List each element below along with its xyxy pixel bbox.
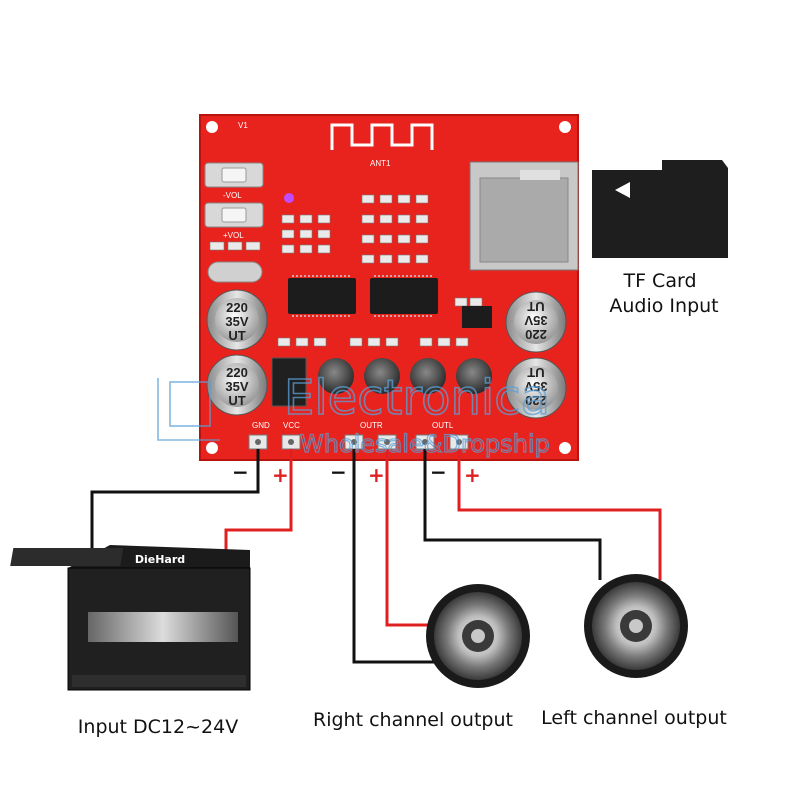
amplifier-chip-right — [370, 278, 438, 314]
amplifier-board: V1 ANT1 -VOL +VOL — [199, 114, 579, 461]
wiring — [90, 449, 662, 664]
wire-left-negative — [423, 449, 602, 580]
watermark-line1: Electronica — [284, 370, 550, 426]
battery-brand: DieHard — [135, 553, 185, 566]
svg-text:UT: UT — [527, 365, 544, 380]
antenna-label: ANT1 — [370, 159, 391, 168]
svg-text:UT: UT — [228, 393, 245, 408]
mount-hole — [559, 121, 571, 133]
outl-label: OUTL — [432, 421, 454, 430]
led-indicator — [284, 193, 294, 203]
vol-plus-button[interactable] — [204, 202, 264, 228]
vol-plus-label: +VOL — [223, 231, 244, 240]
right-output-caption: Right channel output — [313, 709, 513, 731]
tf-card-sublabel: Audio Input — [609, 295, 718, 317]
regulator-chip — [462, 306, 492, 328]
capacitor-bottom-right: 220 35V UT — [505, 357, 567, 419]
chip-pins — [292, 275, 434, 317]
wire-right-positive — [385, 449, 440, 627]
tf-card-arrow-icon — [615, 182, 630, 198]
svg-text:35V: 35V — [225, 379, 248, 394]
crystal-oscillator — [207, 261, 263, 283]
wire-left-positive — [457, 449, 662, 580]
terminal-holes — [255, 439, 462, 445]
vol-minus-button[interactable] — [204, 162, 264, 188]
input-caption: Input DC12~24V — [78, 716, 238, 738]
outl-minus-sign: − — [430, 460, 447, 484]
svg-text:220: 220 — [525, 393, 547, 408]
inductor-4 — [456, 358, 492, 394]
svg-text:220: 220 — [226, 365, 248, 380]
inductor-3 — [410, 358, 446, 394]
capacitor-top-left: 220 35V UT — [206, 289, 268, 351]
svg-text:35V: 35V — [225, 314, 248, 329]
tf-card-slot — [469, 161, 579, 271]
antenna-trace — [330, 123, 434, 150]
battery: DieHard — [10, 545, 251, 691]
svg-text:UT: UT — [527, 299, 544, 314]
mount-hole — [559, 442, 571, 454]
diode-block — [271, 357, 307, 407]
outr-plus-sign: + — [368, 463, 385, 487]
wire-battery-negative — [90, 449, 260, 560]
svg-text:UT: UT — [228, 328, 245, 343]
left-output-caption: Left channel output — [541, 707, 727, 729]
vol-minus-label: -VOL — [223, 191, 242, 200]
vcc-plus-sign: + — [272, 463, 289, 487]
left-speaker — [584, 574, 688, 678]
gnd-minus-sign: − — [232, 460, 249, 484]
inductor-2 — [364, 358, 400, 394]
svg-text:35V: 35V — [524, 313, 547, 328]
tf-card — [592, 160, 728, 258]
outl-plus-sign: + — [464, 463, 481, 487]
svg-text:220: 220 — [226, 300, 248, 315]
mount-hole — [206, 442, 218, 454]
outr-minus-sign: − — [330, 460, 347, 484]
capacitor-top-right: 220 35V UT — [505, 291, 567, 353]
svg-text:35V: 35V — [524, 379, 547, 394]
right-speaker — [426, 584, 530, 688]
vcc-label: VCC — [283, 421, 300, 430]
capacitor-bottom-left: 220 35V UT — [206, 354, 268, 416]
tf-card-label: TF Card — [622, 270, 696, 292]
svg-text:220: 220 — [525, 327, 547, 342]
outr-label: OUTR — [360, 421, 383, 430]
amplifier-chip-left — [288, 278, 356, 314]
watermark: Electronica Wholesale&Dropship — [157, 369, 551, 459]
smd-components — [209, 194, 483, 347]
watermark-logo-icon — [157, 378, 220, 441]
inductor-1 — [318, 358, 354, 394]
gnd-label: GND — [252, 421, 270, 430]
board-corner-mark: V1 — [238, 121, 248, 130]
battery-label-band — [88, 612, 238, 642]
mount-hole — [206, 121, 218, 133]
wire-battery-positive — [224, 449, 293, 565]
watermark-line2: Wholesale&Dropship — [300, 430, 550, 458]
